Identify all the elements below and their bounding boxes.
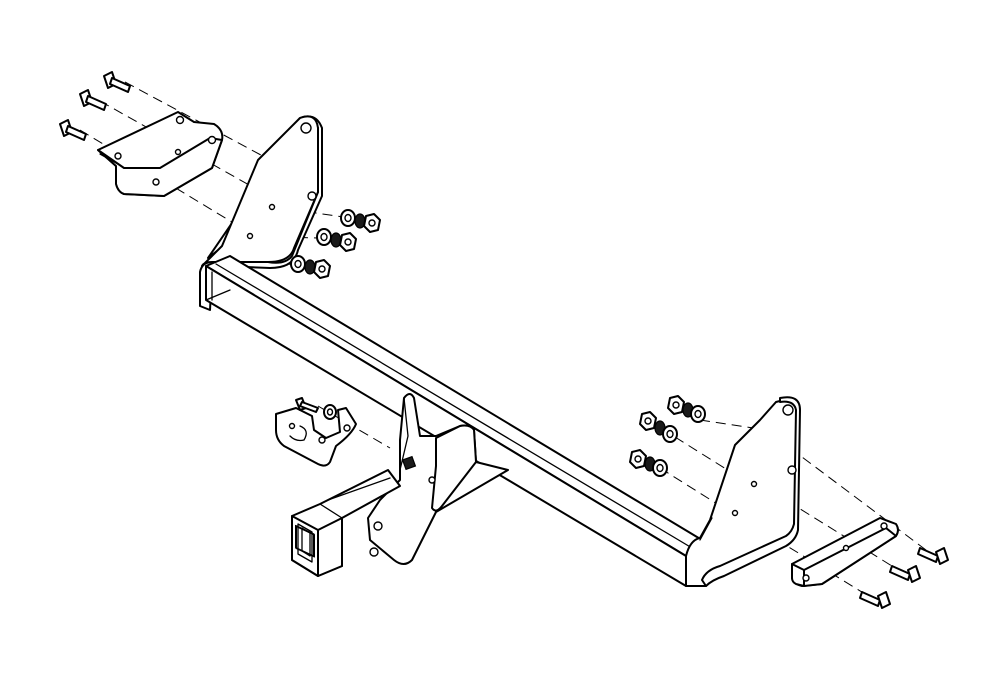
bolt-5 (889, 565, 921, 583)
right-mount-bracket (791, 517, 899, 587)
receiver-tube (291, 469, 401, 577)
fasteners-left (290, 209, 381, 279)
bolt-4 (917, 547, 949, 565)
right-side-plate (685, 396, 801, 587)
bolt-safety-chain (295, 397, 337, 420)
bolt-1 (103, 71, 131, 93)
left-mount-bracket (97, 111, 224, 197)
fasteners-right (629, 395, 706, 477)
bolt-6 (859, 591, 891, 609)
safety-chain-bracket (275, 407, 357, 467)
bolt-3 (59, 119, 87, 141)
bolts-lower-right (859, 547, 949, 609)
receiver-gusset (367, 393, 509, 565)
bolts-upper-left (59, 71, 131, 141)
bolt-2 (79, 89, 107, 111)
